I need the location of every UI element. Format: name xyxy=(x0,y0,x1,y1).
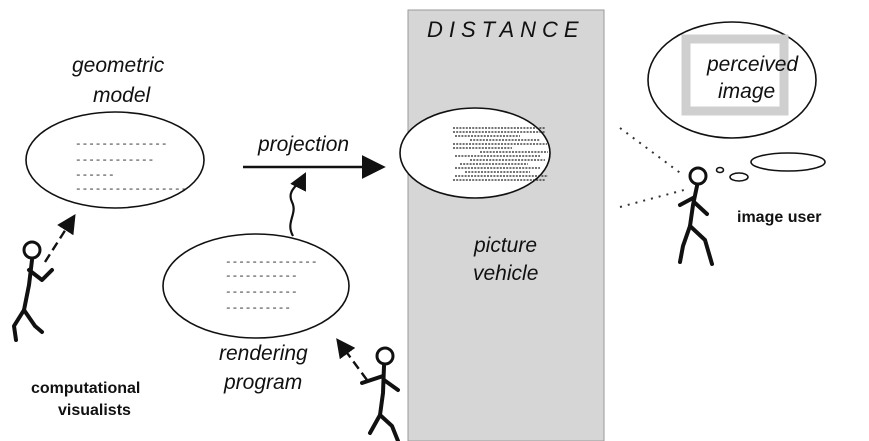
picture-vehicle-ellipse xyxy=(399,107,551,199)
image-user-figure xyxy=(678,166,714,266)
sight-line-lower xyxy=(619,189,685,208)
sight-line-upper xyxy=(619,127,684,176)
perceived-image-label-line1: perceived xyxy=(706,53,799,76)
perceived-image-label-line2: image xyxy=(718,80,775,103)
visualist-right-arrow xyxy=(336,338,368,381)
geometric-model-label-line2: model xyxy=(93,84,152,107)
perceived-image-frame xyxy=(681,34,789,116)
program-code-line: ----------- xyxy=(225,271,298,283)
rendering-program-label-line1: rendering xyxy=(219,342,308,365)
program-code-line: -------------- xyxy=(225,257,317,269)
thought-trail-medium xyxy=(729,172,749,182)
picture-vehicle-label-line1: picture xyxy=(473,234,537,257)
computational-visualists-label-line1: computational xyxy=(31,380,140,397)
visualist-figure-left xyxy=(12,240,54,342)
thought-trail-large xyxy=(750,152,826,172)
program-code-line: ----------- xyxy=(225,287,298,299)
geometric-model-label-line1: geometric xyxy=(72,54,165,77)
model-code-line: ------------ xyxy=(75,155,154,167)
geometric-model-ellipse xyxy=(25,111,205,209)
picture-vehicle-label-line2: vehicle xyxy=(473,262,538,285)
geometric-model-code: -------------- ------------ ------ -----… xyxy=(75,139,187,196)
rendering-influence-arrow xyxy=(289,172,306,237)
picture-vehicle-image xyxy=(453,127,548,181)
visualist-left-arrow xyxy=(43,213,76,263)
model-code-line: ------ xyxy=(75,170,115,182)
thought-trail-small xyxy=(715,166,725,174)
rendering-program-label-line2: program xyxy=(223,371,302,394)
rendering-program-ellipse xyxy=(162,233,350,339)
projection-label: projection xyxy=(257,133,349,156)
model-code-line: ----------------- xyxy=(75,184,187,196)
model-code-line: -------------- xyxy=(75,139,167,151)
computational-visualists-label-line2: visualists xyxy=(58,402,131,419)
visualist-figure-right xyxy=(360,346,400,441)
program-code-line: ---------- xyxy=(225,303,291,315)
distance-band xyxy=(407,9,605,441)
rendering-program-code: -------------- ----------- ----------- -… xyxy=(225,257,317,315)
image-user-label: image user xyxy=(737,209,821,226)
distance-label: DISTANCE xyxy=(427,17,585,42)
